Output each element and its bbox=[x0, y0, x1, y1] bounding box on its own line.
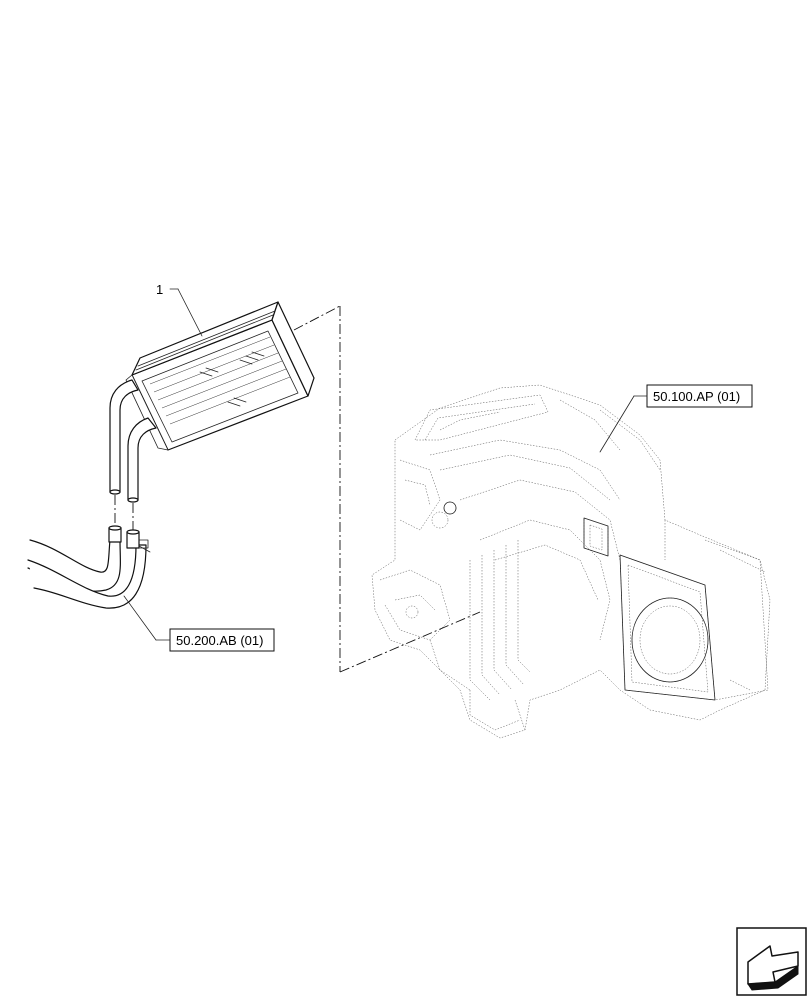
next-page-arrow-icon[interactable] bbox=[736, 927, 807, 996]
callout-1-leader-b bbox=[177, 288, 203, 337]
callout-ref-ab-leader-b bbox=[123, 595, 157, 641]
heater-core-pipes bbox=[109, 379, 157, 503]
callout-item-1: 1 bbox=[156, 282, 163, 297]
heater-hoses bbox=[27, 525, 151, 609]
heater-core bbox=[125, 301, 315, 451]
hvac-housing-edges bbox=[443, 501, 716, 701]
callout-ref-ap-leader-b bbox=[599, 395, 635, 453]
callout-ref-ap[interactable]: 50.100.AP (01) bbox=[653, 389, 740, 404]
callout-ref-ab[interactable]: 50.200.AB (01) bbox=[176, 633, 263, 648]
hvac-housing bbox=[371, 384, 771, 739]
assembly-line bbox=[293, 305, 481, 673]
